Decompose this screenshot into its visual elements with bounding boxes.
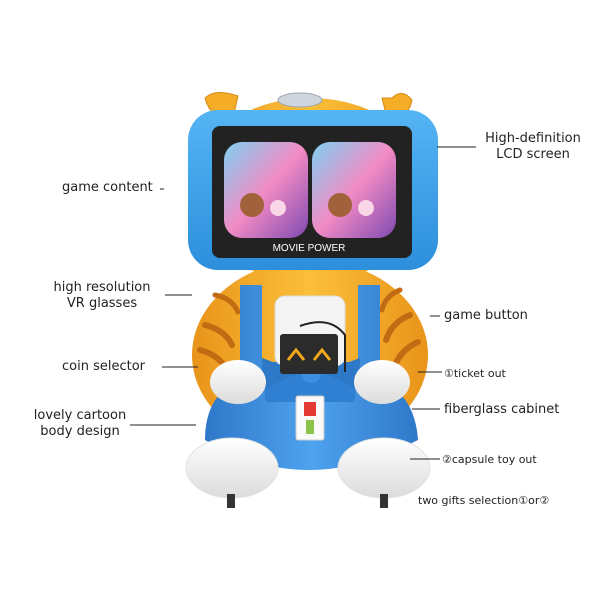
label-game-button: game button — [444, 308, 528, 323]
label-high-resolution-line1: high resolution — [53, 280, 151, 295]
label-ticket-out: ①ticket out — [444, 367, 506, 380]
label-fiberglass-cabinet: fiberglass cabinet — [444, 402, 560, 417]
arm-right — [354, 360, 410, 404]
vr-lens-left — [224, 142, 308, 238]
label-lovely-cartoon: lovely cartoon body design — [28, 408, 132, 440]
caster-right — [380, 494, 388, 508]
top-lamp — [277, 92, 323, 108]
game-button-box — [280, 321, 346, 374]
label-lovely-line2: body design — [40, 424, 120, 439]
label-high-definition-line2: LCD screen — [496, 147, 570, 162]
vr-lens-right — [312, 142, 396, 238]
label-high-definition-line1: High-definition — [485, 131, 581, 146]
label-coin-selector: coin selector — [62, 359, 146, 374]
label-capsule-toy-out: ②capsule toy out — [442, 453, 537, 466]
label-game-content: game content — [62, 180, 153, 195]
foot-left — [185, 437, 279, 499]
label-lovely-line1: lovely cartoon — [33, 408, 127, 423]
lcd-screen — [188, 110, 438, 270]
label-high-definition: High-definition LCD screen — [478, 131, 588, 163]
coin-selector-panel — [295, 395, 325, 441]
leader-lines — [130, 146, 476, 460]
brand-text: MOVIE POWER — [273, 243, 346, 254]
arm-left — [210, 360, 266, 404]
caster-left — [227, 494, 235, 508]
label-two-gifts: two gifts selection①or② — [418, 494, 550, 507]
label-high-resolution-line2: VR glasses — [66, 296, 138, 311]
foot-right — [337, 437, 431, 499]
label-high-resolution: high resolution VR glasses — [40, 280, 164, 312]
